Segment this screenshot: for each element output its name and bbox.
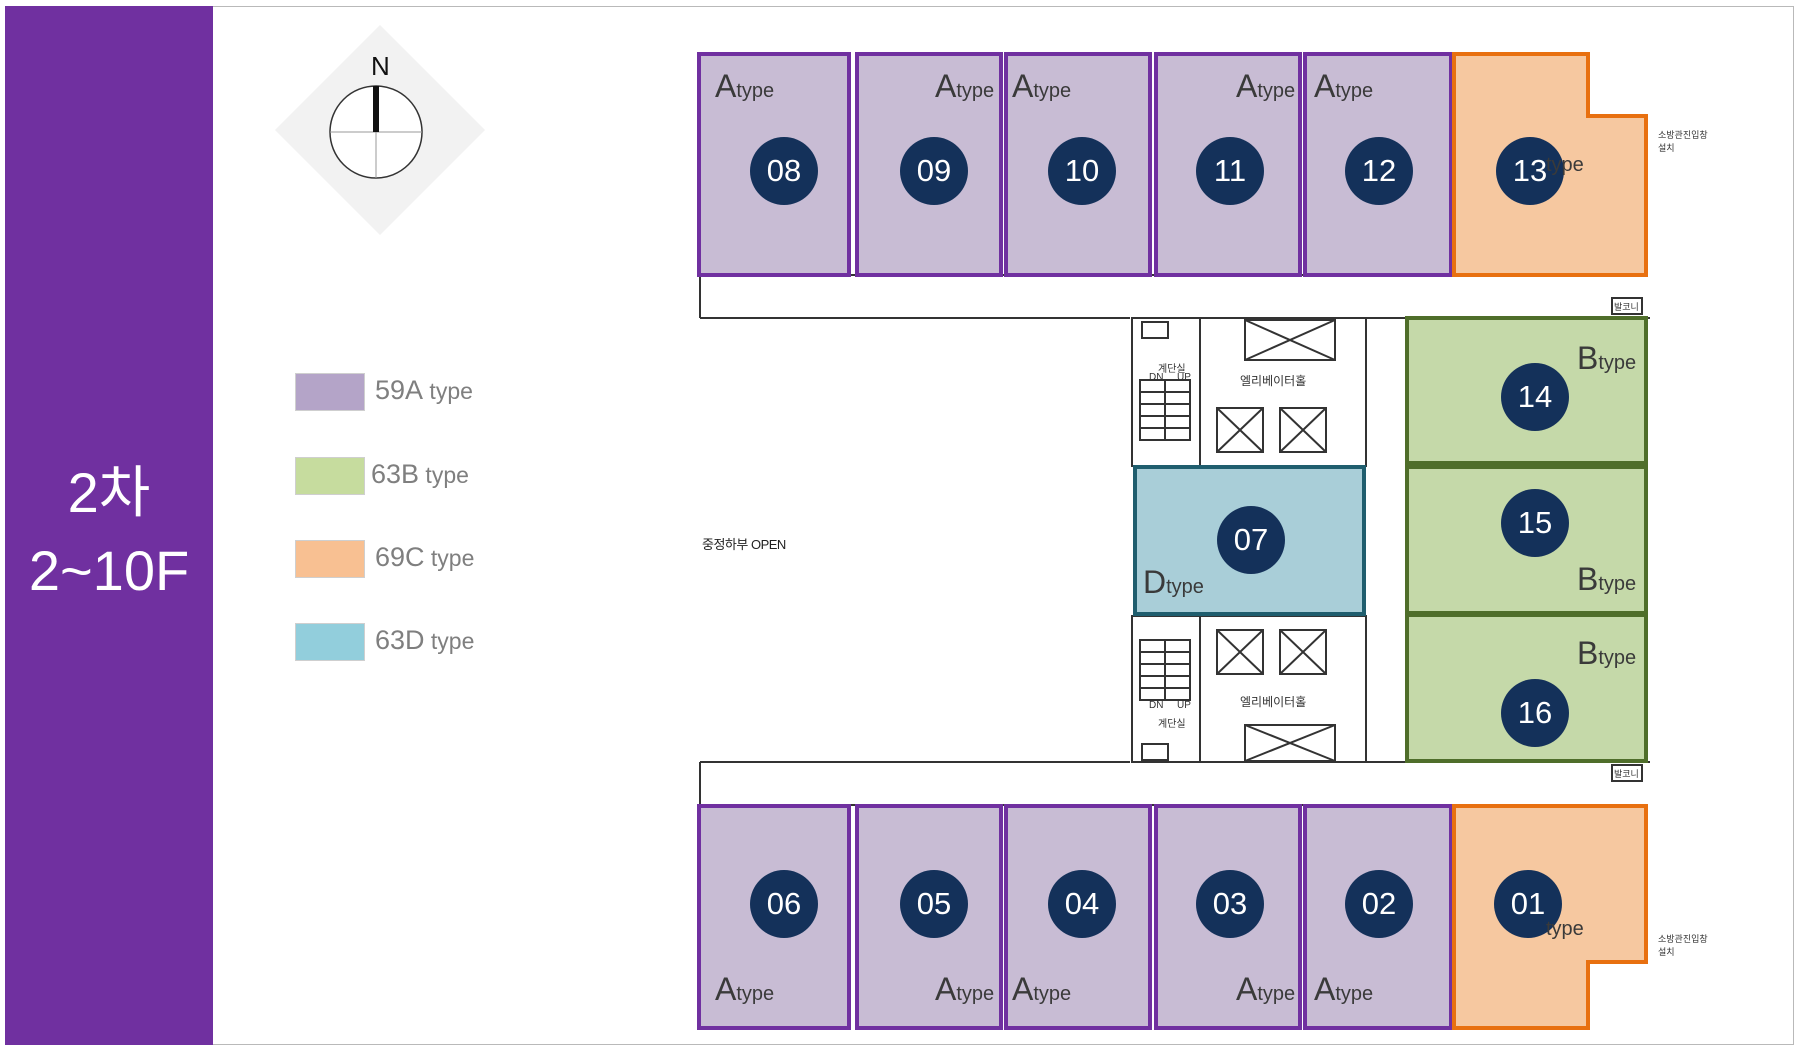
type-suffix: type [956,983,995,1005]
legend-code: 63B [371,459,420,489]
type-suffix: type [1335,80,1374,102]
type-letter: A [1236,68,1258,104]
type-suffix: type [1257,80,1296,102]
unit-number-badge: 09 [900,137,968,205]
unit-11[interactable]: Atype 11 [1154,52,1302,277]
type-letter: A [715,68,737,104]
legend-code: 63D [375,625,425,655]
legend-swatch [295,457,365,495]
unit-number-badge: 11 [1196,137,1264,205]
type-suffix: type [1546,918,1584,940]
unit-number-badge: 07 [1217,506,1285,574]
type-letter: B [1577,635,1599,671]
stair-label-top: 계단실 [1158,364,1186,375]
unit-01-wing [1586,804,1648,964]
type-suffix: type [1033,80,1072,102]
type-letter: A [1012,971,1034,1007]
legend-swatch [295,373,365,411]
stair-dn-bottom: DN [1149,700,1164,711]
unit-number-badge: 05 [900,870,968,938]
balcony-label-bottom: 발코니 [1614,769,1639,779]
unit-13-wing [1586,114,1648,277]
type-letter: A [935,68,957,104]
type-suffix: type [1257,983,1296,1005]
elevator-hall-label-top: 엘리베이터홀 [1240,374,1307,388]
stair-up-bottom: UP [1177,700,1191,711]
unit-number-badge: 02 [1345,870,1413,938]
stair-dn-top: DN [1149,372,1164,383]
legend-swatch [295,623,365,661]
type-letter: A [715,971,737,1007]
type-suffix: type [1166,576,1204,598]
unit-number-badge: 08 [750,137,818,205]
unit-14[interactable]: Btype 14 [1405,316,1648,465]
type-letter: A [935,971,957,1007]
type-suffix: type [1546,154,1584,176]
legend-suffix: type [423,378,473,404]
type-suffix: type [1598,573,1637,595]
unit-10[interactable]: Atype 10 [1004,52,1152,277]
courtyard-open-note: 중정하부 OPEN [702,537,786,552]
unit-02[interactable]: Atype 02 [1303,804,1453,1030]
stair-up-top: UP [1177,372,1191,383]
legend-suffix: type [424,628,475,654]
unit-number-badge: 13 [1496,137,1564,205]
unit-08[interactable]: Atype 08 [697,52,851,277]
elevator-hall-label-bottom: 엘리베이터홀 [1240,695,1307,709]
unit-number-badge: 10 [1048,137,1116,205]
unit-04[interactable]: Atype 04 [1004,804,1152,1030]
unit-number-badge: 16 [1501,679,1569,747]
type-letter: A [1314,68,1336,104]
type-suffix: type [1033,983,1072,1005]
fire-entry-note-bottom: 소방관진입창 설치 [1658,934,1708,957]
unit-number-badge: 01 [1494,870,1562,938]
unit-number-badge: 06 [750,870,818,938]
unit-16[interactable]: Btype 16 [1405,613,1648,763]
unit-06[interactable]: Atype 06 [697,804,851,1030]
type-letter: D [1143,564,1167,600]
legend-swatch [295,540,365,578]
type-letter: B [1577,340,1599,376]
floor-range-label: 2~10F [28,539,190,602]
unit-number-badge: 03 [1196,870,1264,938]
unit-03[interactable]: Atype 03 [1154,804,1302,1030]
legend-suffix: type [419,462,469,488]
type-suffix: type [956,80,995,102]
stair-label-bottom: 계단실 [1158,719,1186,730]
unit-07[interactable]: Dtype 07 [1133,465,1366,616]
floor-sidebar: 2차 2~10F [5,6,213,1045]
type-letter: A [1236,971,1258,1007]
legend-code: 59A [375,375,424,405]
fire-entry-note-top: 소방관진입창 설치 [1658,130,1708,153]
unit-number-badge: 15 [1501,489,1569,557]
type-letter: A [1012,68,1034,104]
type-suffix: type [1598,647,1637,669]
compass-north-letter: N [371,51,390,81]
type-suffix: type [736,80,775,102]
unit-12[interactable]: Atype 12 [1303,52,1453,277]
phase-label: 2차 [67,461,151,524]
unit-09[interactable]: Atype 09 [855,52,1003,277]
type-suffix: type [736,983,775,1005]
unit-05[interactable]: Atype 05 [855,804,1003,1030]
type-suffix: type [1598,352,1637,374]
unit-number-badge: 14 [1501,363,1569,431]
unit-15[interactable]: Btype 15 [1405,465,1648,615]
unit-number-badge: 04 [1048,870,1116,938]
legend-code: 69C [375,542,425,572]
legend-suffix: type [424,545,475,571]
balcony-label-top: 발코니 [1614,302,1639,312]
type-letter: B [1577,561,1599,597]
type-suffix: type [1335,983,1374,1005]
north-compass-icon: N [275,25,485,235]
type-letter: A [1314,971,1336,1007]
unit-number-badge: 12 [1345,137,1413,205]
